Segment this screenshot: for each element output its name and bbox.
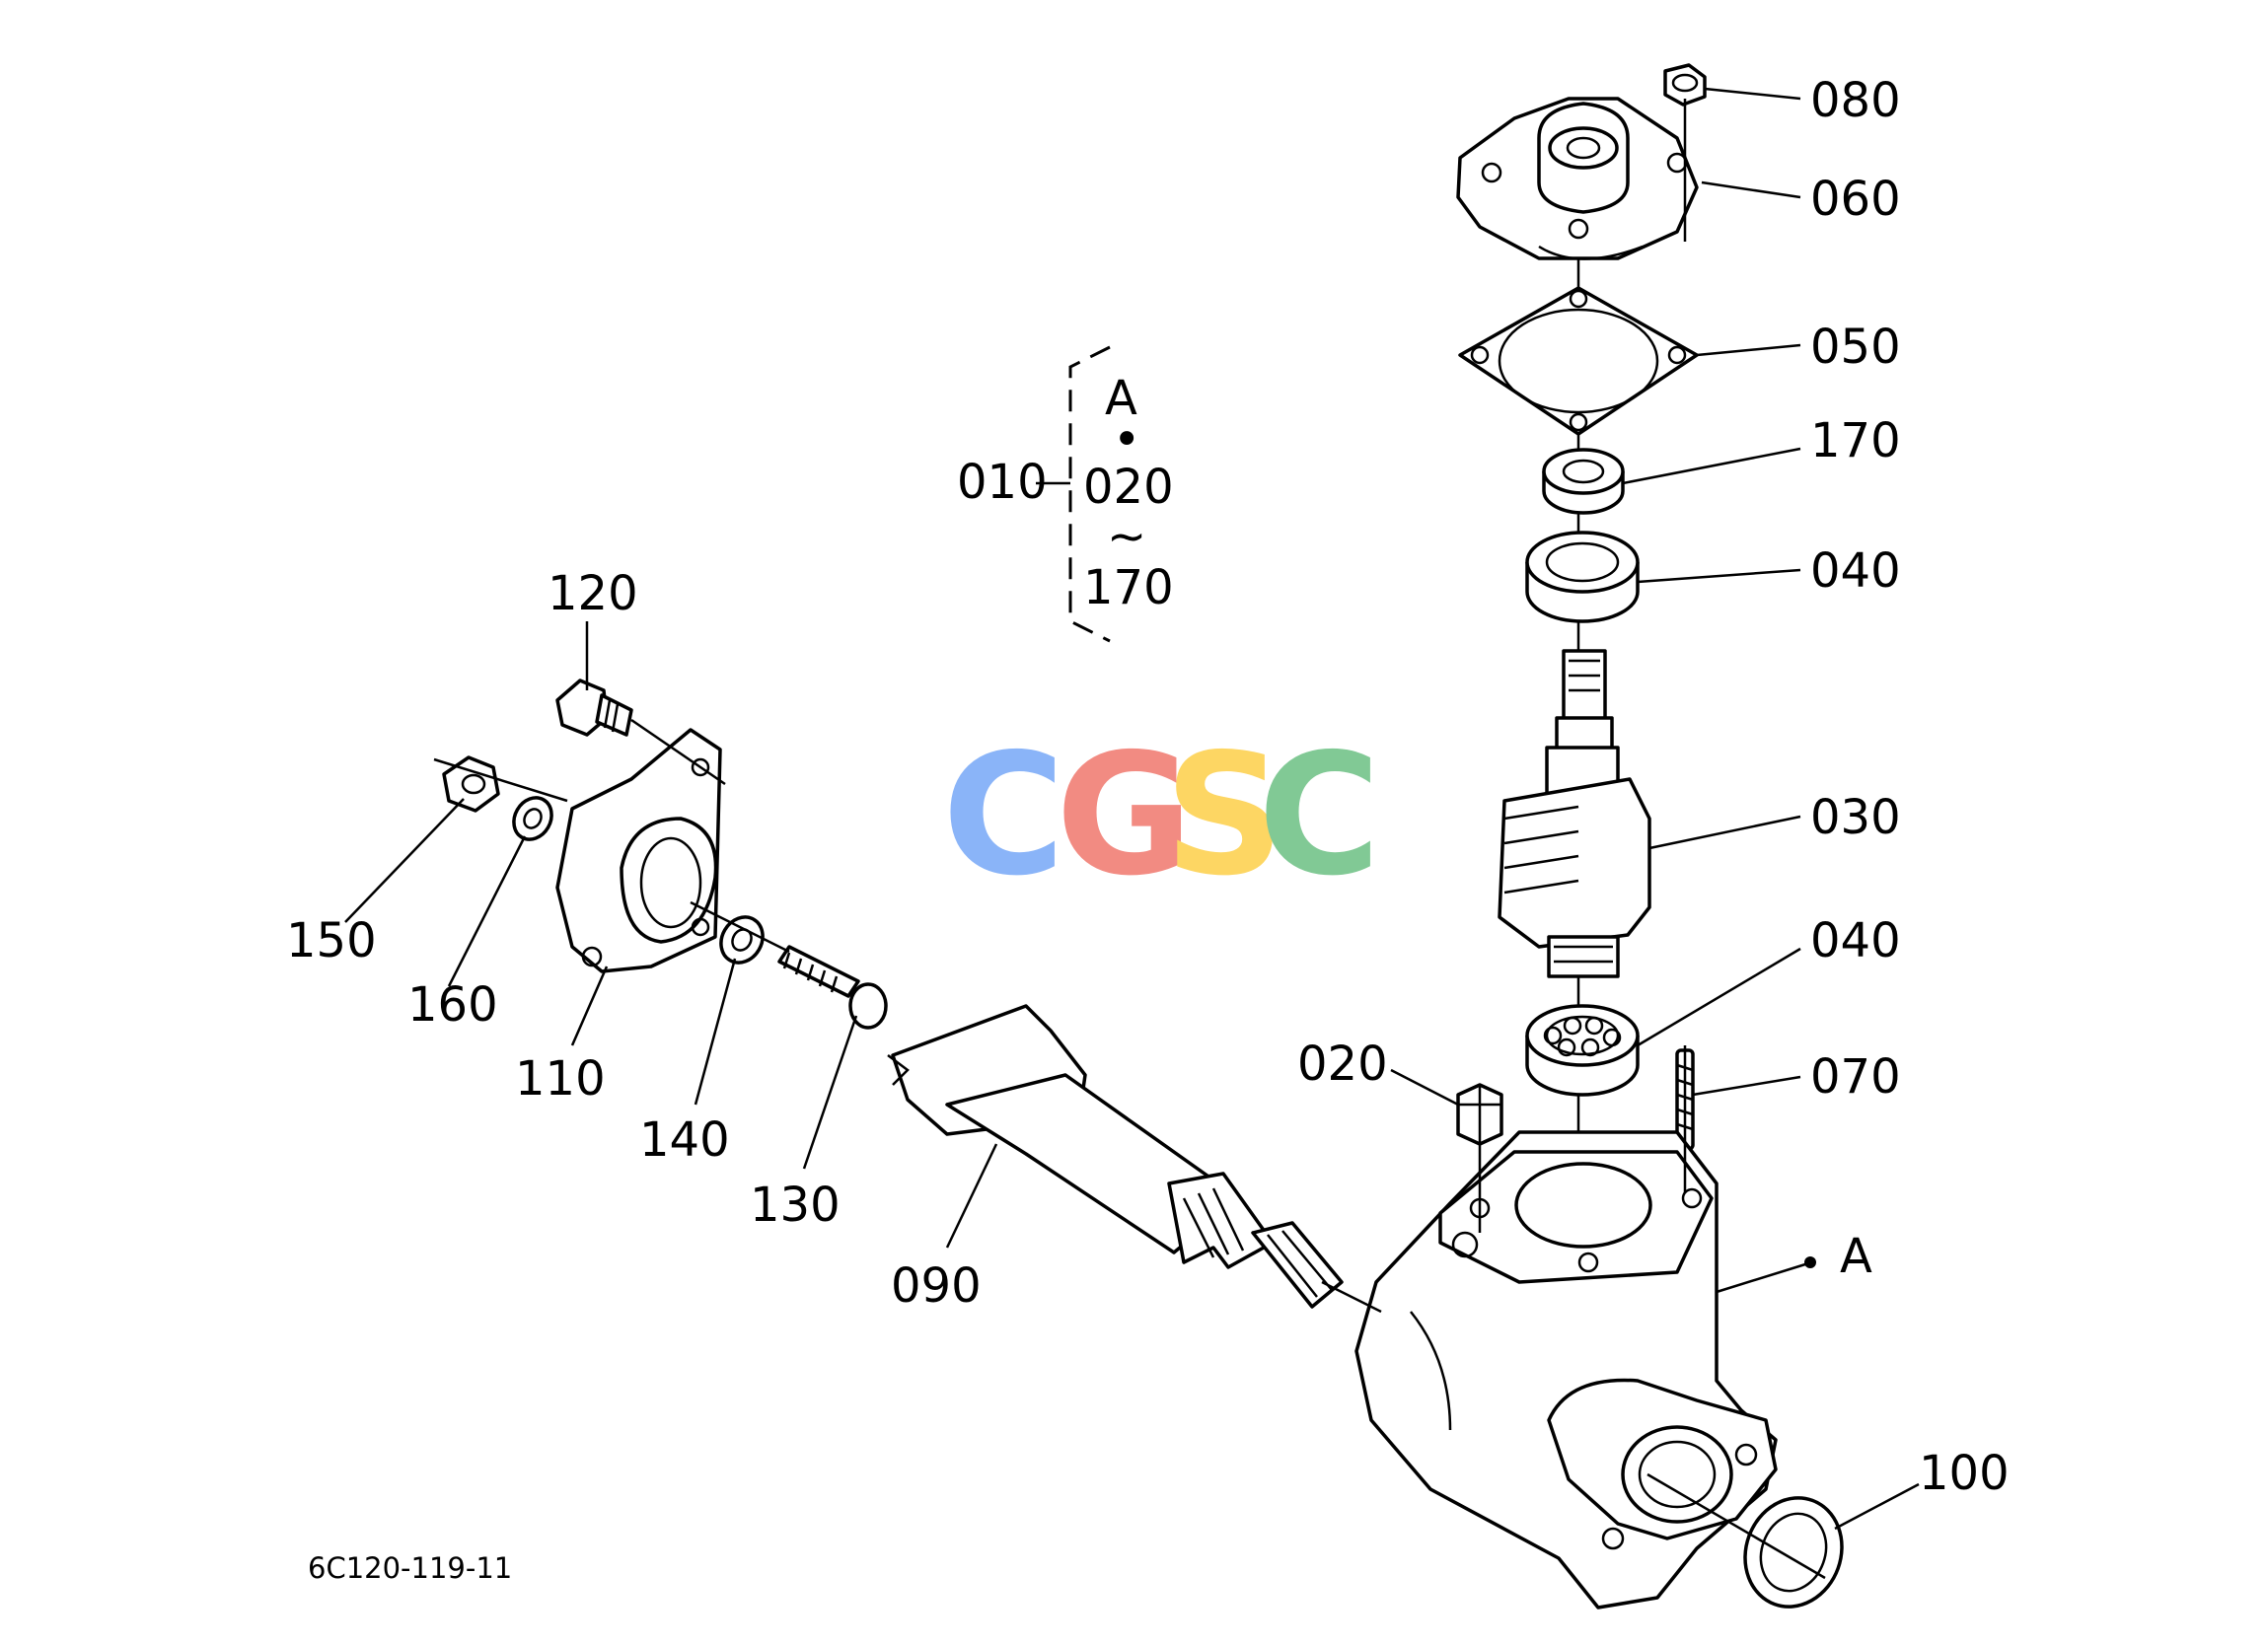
label-ref-a: A [1840,1229,1872,1284]
housing-axis-line [1321,1280,1382,1314]
label-030: 030 [1810,790,1901,845]
label-120: 120 [548,566,638,621]
watermark-letter-c2: C [1258,718,1381,913]
label-110: 110 [515,1051,606,1107]
label-070: 070 [1810,1049,1901,1105]
label-040-top: 040 [1810,543,1901,599]
label-090: 090 [891,1258,982,1314]
label-160: 160 [407,977,498,1033]
left-axis-line [433,757,568,803]
bearing-040-top-part [1525,531,1640,623]
bolt-120-part [555,679,633,737]
watermark: C G S C [942,718,1381,913]
watermark-letter-s: S [1164,718,1284,913]
gear-housing-part [1354,1130,1778,1610]
figure-code: 6C120-119-11 [308,1551,512,1585]
cover-060-part [1456,97,1699,260]
washer-160-part [512,796,553,841]
bearing-040-bottom-part [1525,1004,1640,1097]
pinion-shaft-030-part [1498,649,1651,978]
oil-seal-170-part [1542,448,1625,515]
reference-a-dot [1804,1256,1816,1268]
bolt-axis-line [630,718,726,786]
assembly-line-a: A [1105,371,1137,426]
label-150: 150 [286,913,377,968]
label-020: 020 [1297,1037,1388,1092]
label-130: 130 [750,1178,841,1233]
label-080: 080 [1810,73,1901,128]
oil-seal-100-part [1743,1496,1844,1609]
label-050: 050 [1810,320,1901,375]
label-060: 060 [1810,172,1901,227]
leader-lines [344,87,1920,1531]
nut-150-part [442,755,500,813]
label-040-bottom: 040 [1810,913,1901,968]
watermark-letter-g: G [1056,718,1194,913]
label-170: 170 [1810,413,1901,468]
seal-axis-line [1646,1472,1826,1580]
watermark-letter-c1: C [942,718,1065,913]
sector-shaft-090-part [887,1004,1344,1309]
assembly-bracket: 010 A • 020 ~ 170 [957,345,1174,643]
assembly-dot: • [1113,412,1140,467]
gasket-050-part [1458,286,1699,436]
washer-140-part [719,915,765,965]
assembly-tilde: ~ [1107,509,1146,564]
shaft-axis-line [690,900,790,954]
assembly-line-020: 020 [1083,460,1174,515]
assembly-label-010: 010 [957,455,1048,510]
label-140: 140 [639,1112,730,1168]
assembly-line-170: 170 [1083,560,1174,615]
nut-080-part [1663,63,1707,107]
label-100: 100 [1919,1446,2010,1501]
adjusting-screw-130-part [777,945,888,1030]
side-cover-110-part [555,728,722,973]
